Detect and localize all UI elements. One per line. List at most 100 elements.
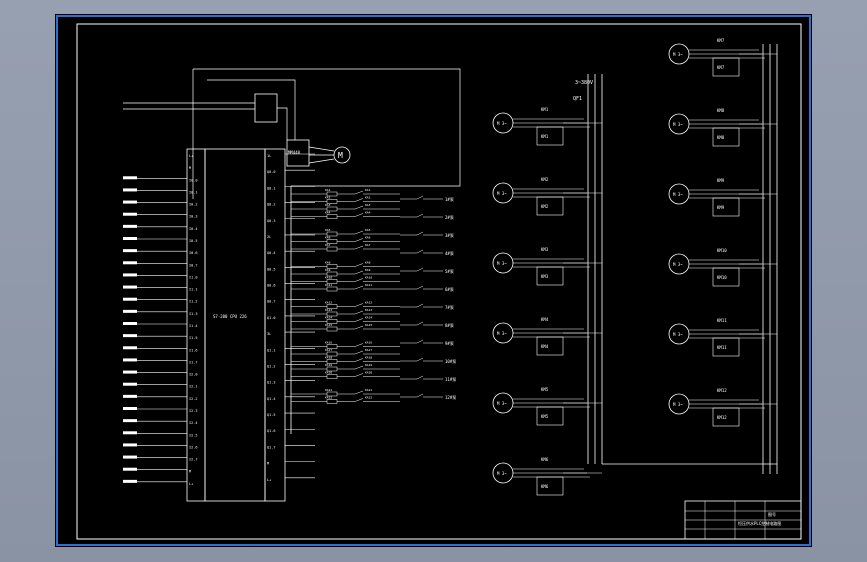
relay-contact bbox=[354, 303, 364, 307]
plc-input-tag: I1.1 bbox=[189, 288, 197, 292]
relay-contact bbox=[354, 365, 364, 370]
relay-label: KA15 bbox=[325, 323, 332, 327]
plc-input-tag: I1.6 bbox=[189, 348, 197, 352]
input-device-label bbox=[123, 237, 137, 240]
contactor-label: KM9 bbox=[717, 178, 725, 183]
relay-contact bbox=[354, 278, 364, 282]
contactor-box-label: KM4 bbox=[541, 344, 549, 349]
input-device-label bbox=[123, 176, 137, 180]
contactor-label: KM5 bbox=[541, 387, 549, 392]
contactor-box-label: KM10 bbox=[717, 275, 727, 280]
relay-label: KA17 bbox=[325, 348, 332, 352]
relay-contact-label: KA8 bbox=[365, 261, 371, 265]
plc-body bbox=[204, 148, 266, 502]
plc-output-tag: Q1.6 bbox=[267, 429, 275, 433]
output-contact bbox=[416, 231, 424, 236]
plc-output-tag: Q0.3 bbox=[267, 219, 275, 223]
pump-motor-label: M 3~ bbox=[497, 121, 507, 126]
relay-contact-label: KA10 bbox=[365, 276, 372, 280]
plc-output-tag: Q0.7 bbox=[267, 300, 275, 304]
plc-input-tag: I1.7 bbox=[189, 360, 197, 364]
plc-output-tag: Q1.1 bbox=[267, 348, 275, 352]
output-contact bbox=[416, 303, 424, 308]
relay-label: KA16 bbox=[325, 341, 332, 345]
relay-contact-label: KA3 bbox=[365, 203, 371, 207]
output-label: 10#泵 bbox=[445, 359, 456, 364]
contactor-box bbox=[536, 336, 564, 356]
relay-label: KA1 bbox=[325, 188, 331, 192]
relay-label: KA2 bbox=[325, 196, 331, 200]
plc-output-tag: Q1.4 bbox=[267, 397, 275, 401]
output-label: 3#泵 bbox=[445, 233, 454, 238]
relay-contact bbox=[354, 373, 364, 377]
relay-contact bbox=[354, 198, 364, 202]
relay-contact bbox=[354, 318, 364, 322]
plc-output-tag: Q0.1 bbox=[267, 186, 275, 190]
relay-contact-label: KA16 bbox=[365, 341, 372, 345]
plc-output-tag: Q0.5 bbox=[267, 267, 275, 271]
plc-output-tag: 3L bbox=[267, 332, 271, 336]
relay-label: KA9 bbox=[325, 268, 331, 272]
plc-input-tag: I1.2 bbox=[189, 300, 197, 304]
plc-input-tag: I0.5 bbox=[189, 239, 197, 243]
plc-output-tag: Q0.6 bbox=[267, 284, 275, 288]
relay-label: KA14 bbox=[325, 316, 332, 320]
relay-contact bbox=[354, 390, 364, 395]
relay-coil bbox=[326, 374, 338, 379]
plc-input-tag: I1.0 bbox=[189, 275, 197, 279]
input-device-label bbox=[123, 309, 137, 313]
relay-contact bbox=[354, 263, 364, 267]
relay-label: KA21 bbox=[325, 388, 332, 392]
plc-model-label: S7-200 CPU 226 bbox=[213, 314, 247, 319]
relay-contact-label: KA22 bbox=[365, 396, 372, 400]
relay-contact bbox=[354, 285, 364, 290]
pump-motor-label: M 3~ bbox=[673, 192, 683, 197]
contactor-box bbox=[712, 127, 740, 147]
input-device-label bbox=[123, 297, 137, 301]
plc-output-tag: Q1.2 bbox=[267, 364, 275, 368]
output-label: 5#泵 bbox=[445, 269, 454, 274]
pump-motor-label: M 3~ bbox=[673, 402, 683, 407]
relay-label: KA7 bbox=[325, 243, 331, 247]
main-motor-label: M bbox=[338, 151, 343, 160]
input-device-label bbox=[123, 455, 137, 459]
contactor-label: KM12 bbox=[717, 388, 727, 393]
outer-border bbox=[56, 15, 811, 546]
plc-input-tag: I0.6 bbox=[189, 251, 197, 255]
input-device-label bbox=[123, 249, 137, 253]
input-device-label bbox=[123, 322, 137, 325]
relay-contact-label: KA7 bbox=[365, 243, 371, 247]
output-contact bbox=[416, 285, 424, 290]
contactor-label: KM10 bbox=[717, 248, 727, 253]
plc-input-tag: I2.2 bbox=[189, 397, 197, 401]
input-device-label bbox=[123, 346, 137, 350]
pump-motor-label: M 3~ bbox=[497, 191, 507, 196]
pump-motor-label: M 3~ bbox=[673, 262, 683, 267]
relay-label: KA10 bbox=[325, 276, 332, 280]
plc-input-tag: I0.3 bbox=[189, 215, 197, 219]
relay-contact bbox=[354, 270, 364, 275]
inner-border bbox=[76, 23, 802, 540]
contactor-box bbox=[712, 57, 740, 77]
output-contact bbox=[416, 249, 424, 254]
plc-input-tag: I2.5 bbox=[189, 433, 197, 437]
plc-input-tag: I2.4 bbox=[189, 421, 197, 425]
relay-contact-label: KA9 bbox=[365, 268, 371, 272]
plc-input-tag: M bbox=[189, 470, 191, 474]
output-label: 9#泵 bbox=[445, 341, 454, 346]
relay-contact-label: KA15 bbox=[365, 323, 372, 327]
plc-output-tag: 1L bbox=[267, 154, 271, 158]
plc-input-tag: I2.3 bbox=[189, 409, 197, 413]
inverter-section: MM440 M bbox=[123, 68, 461, 199]
contactor-box bbox=[536, 406, 564, 426]
contactor-box-label: KM3 bbox=[541, 274, 549, 279]
relay-contact bbox=[354, 238, 364, 242]
relay-contact-label: KA18 bbox=[365, 356, 372, 360]
plc-input-tag: I2.0 bbox=[189, 373, 197, 377]
plc-input-tag: I2.7 bbox=[189, 458, 197, 462]
qf1-label: QF1 bbox=[573, 96, 582, 102]
relay-contact-label: KA21 bbox=[365, 388, 372, 392]
output-label: 8#泵 bbox=[445, 323, 454, 328]
relay-contact-label: KA1 bbox=[365, 188, 371, 192]
